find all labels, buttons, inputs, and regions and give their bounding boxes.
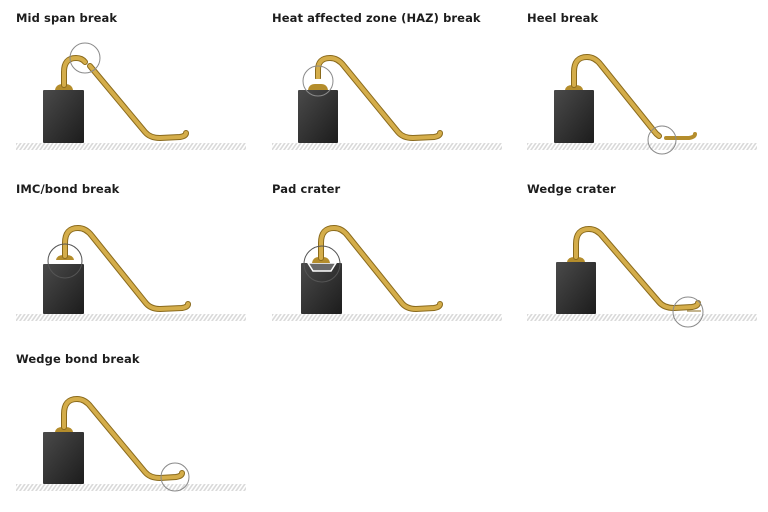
break-highlight-circle — [302, 65, 334, 97]
panel-title: IMC/bond break — [16, 182, 120, 196]
wedge-bond-break-illustration — [16, 395, 246, 492]
panel-title: Heel break — [527, 11, 599, 25]
ground-hatch — [272, 143, 502, 150]
chip-die — [43, 432, 84, 484]
break-highlight-circle — [672, 296, 704, 328]
chip-die — [554, 90, 594, 143]
pad-crater-illustration — [272, 224, 502, 321]
break-highlight-circle — [303, 245, 341, 283]
ground-hatch — [16, 484, 246, 491]
panel-title: Mid span break — [16, 11, 118, 25]
ground-hatch — [272, 314, 502, 321]
chip-die — [301, 263, 342, 314]
chip-die — [43, 264, 84, 314]
panel-pad-crater: Pad crater — [256, 171, 506, 341]
imc-bond-break-illustration — [16, 224, 246, 321]
panel-imc-bond-break: IMC/bond break — [0, 171, 250, 341]
ground-hatch — [527, 143, 757, 150]
panel-title: Wedge crater — [527, 182, 616, 196]
ground-hatch — [16, 314, 246, 321]
break-highlight-circle — [160, 462, 190, 492]
mid-span-break-illustration — [16, 42, 246, 150]
heel-break-illustration — [527, 53, 757, 155]
wedge-crater-illustration — [527, 225, 757, 328]
panel-wedge-crater: Wedge crater — [511, 171, 761, 341]
panel-mid-span-break: Mid span break — [0, 0, 250, 170]
panel-haz-break: Heat affected zone (HAZ) break — [256, 0, 506, 170]
ground-hatch — [527, 314, 757, 321]
bond-wire-right — [87, 63, 189, 142]
ground-hatch — [16, 143, 246, 150]
break-highlight-circle — [47, 243, 83, 279]
panel-title: Wedge bond break — [16, 352, 140, 366]
panel-wedge-bond-break: Wedge bond break — [0, 341, 250, 511]
pad-crater-cavity — [306, 262, 338, 272]
chip-die — [43, 90, 84, 143]
panel-heel-break: Heel break — [511, 0, 761, 170]
chip-die — [298, 90, 338, 143]
break-highlight-circle — [69, 42, 101, 74]
haz-break-illustration — [272, 54, 502, 150]
break-highlight-circle — [647, 125, 677, 155]
panel-title: Heat affected zone (HAZ) break — [272, 11, 481, 25]
ball-bond — [308, 84, 328, 90]
wedge-foot — [664, 132, 697, 140]
chip-die — [556, 262, 596, 314]
panel-title: Pad crater — [272, 182, 341, 196]
